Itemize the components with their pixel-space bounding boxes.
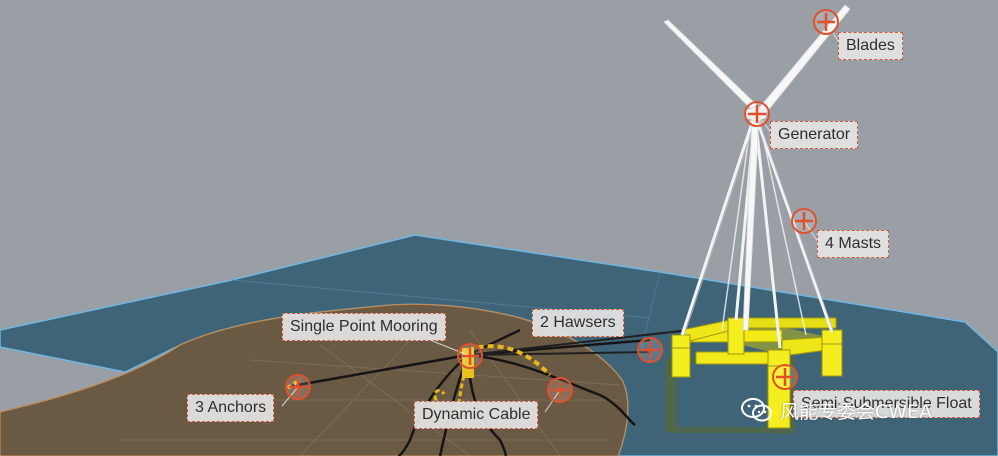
watermark: 风能专委会CWEA (740, 396, 932, 424)
label-semi-submersible-float[interactable]: Semi-Submersible Float (793, 390, 980, 418)
label-masts[interactable]: 4 Masts (817, 230, 890, 258)
label-dynamic-cable[interactable]: Dynamic Cable (414, 401, 539, 429)
anchors-marker-icon[interactable] (284, 373, 312, 401)
watermark-text: 风能专委会CWEA (780, 400, 933, 423)
blades-marker-icon[interactable] (812, 8, 840, 36)
cable-marker-icon[interactable] (546, 376, 574, 404)
generator-marker-icon[interactable] (743, 100, 771, 128)
masts-marker-icon[interactable] (790, 207, 818, 235)
label-blades[interactable]: Blades (838, 32, 903, 60)
hawsers-marker-icon[interactable] (636, 336, 664, 364)
mooring-marker-icon[interactable] (456, 342, 484, 370)
wechat-icon (741, 398, 772, 422)
hawser-lines (467, 329, 691, 356)
label-anchors[interactable]: 3 Anchors (187, 394, 275, 422)
label-hawsers[interactable]: 2 Hawsers (532, 309, 624, 337)
label-single-point-mooring[interactable]: Single Point Mooring (282, 313, 446, 341)
float-marker-icon[interactable] (771, 363, 799, 391)
label-generator[interactable]: Generator (770, 121, 859, 149)
